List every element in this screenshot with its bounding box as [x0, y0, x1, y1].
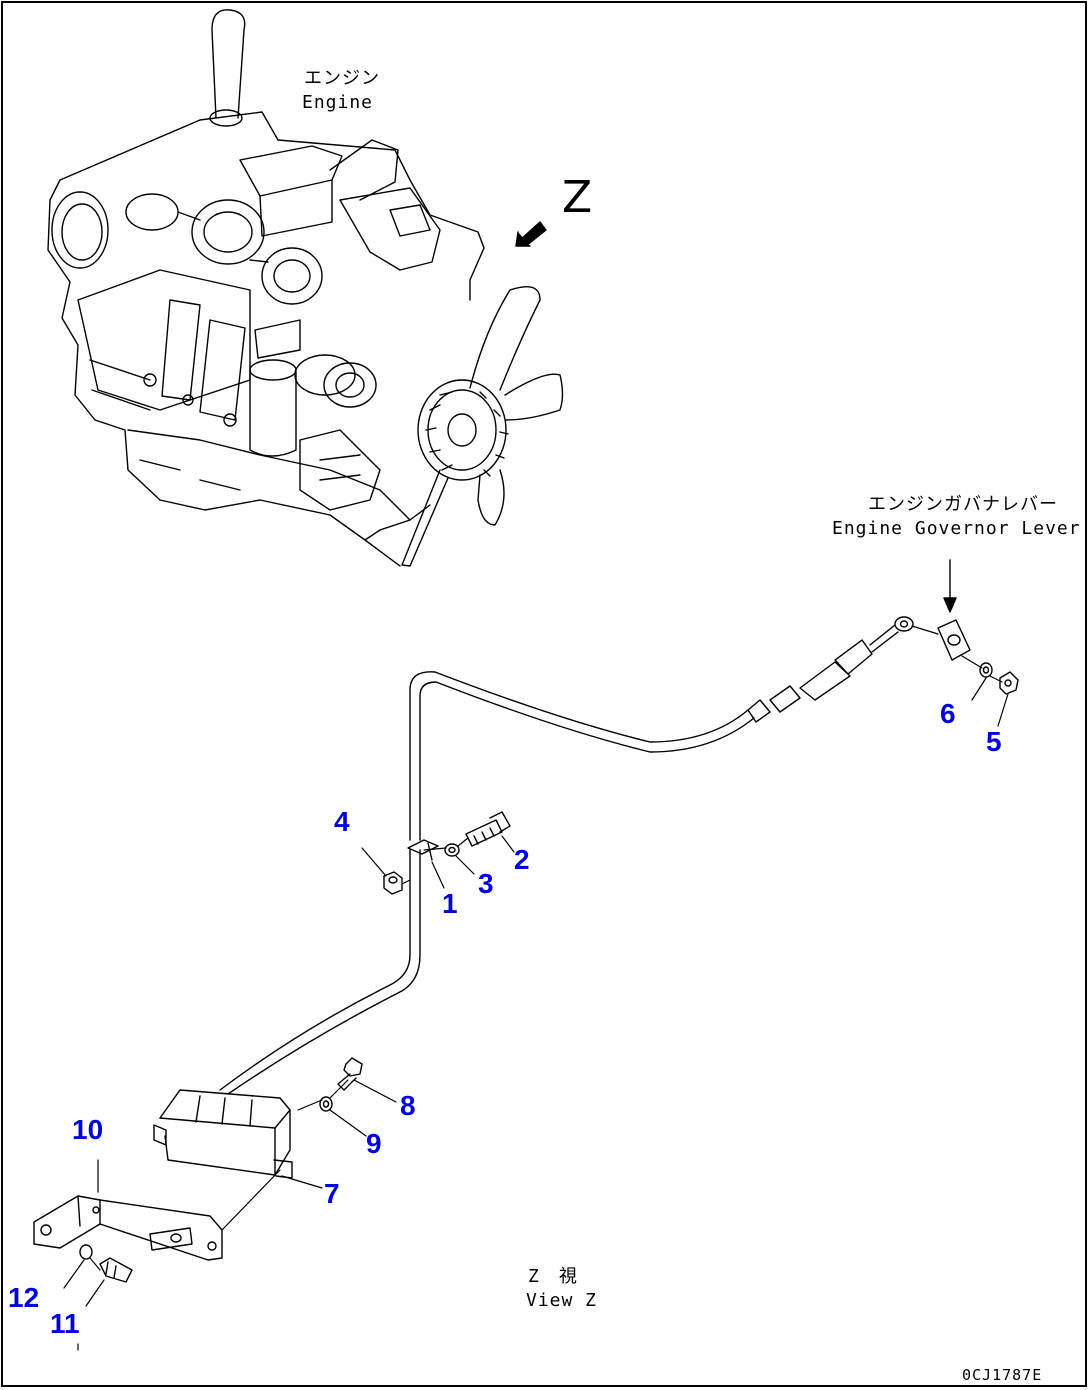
governor-label-en: Engine Governor Lever [832, 518, 1081, 539]
bolt-item-8 [337, 1057, 363, 1091]
callout-5: 5 [986, 726, 1002, 757]
callout-10: 10 [72, 1114, 104, 1145]
callout-3: 3 [478, 868, 494, 899]
callout-6: 6 [940, 698, 956, 729]
controller-box [153, 1089, 293, 1179]
callout-11: 11 [50, 1308, 80, 1339]
view-z-arrow [515, 221, 547, 247]
leader-lines [63, 625, 1009, 1351]
washer-item-3 [444, 843, 460, 857]
governor-label-jp: エンジンガバナレバー [868, 494, 1058, 515]
engine-illustration [47, 9, 564, 567]
view-z-letter: Z [562, 172, 593, 223]
engine-label-jp: エンジン [304, 68, 380, 89]
view-z-label-jp: Z 視 [528, 1266, 578, 1287]
view-z-label-en: View Z [526, 1290, 598, 1311]
callout-7: 7 [324, 1178, 340, 1209]
engine-label-en: Engine [302, 92, 374, 113]
drawing-number: 0CJ1787E [962, 1366, 1043, 1384]
governor-lever-parts [937, 559, 1019, 695]
callout-8: 8 [400, 1090, 416, 1121]
callout-12: 12 [8, 1282, 40, 1313]
bolt-item-11 [99, 1257, 133, 1283]
cable-clamp [407, 839, 439, 861]
callout-9: 9 [366, 1128, 382, 1159]
bracket-item-10 [33, 1195, 223, 1261]
governor-cable [219, 616, 914, 1095]
washer-item-12 [79, 1244, 93, 1260]
callout-4: 4 [334, 806, 350, 837]
bolt-item-2 [465, 811, 511, 847]
washer-item-9 [319, 1096, 333, 1112]
callout-2: 2 [514, 844, 530, 875]
callout-1: 1 [442, 888, 458, 919]
nut-item-4 [383, 871, 403, 895]
